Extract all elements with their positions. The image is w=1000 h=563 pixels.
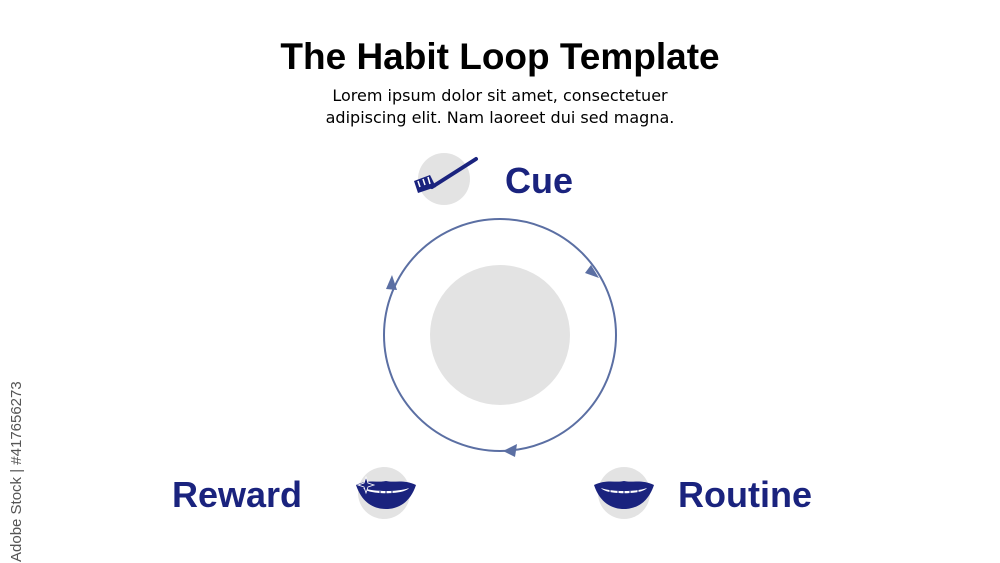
routine-label: Routine xyxy=(678,474,812,515)
sparkling-smile-icon xyxy=(356,475,416,509)
page-title: The Habit Loop Template xyxy=(280,36,720,77)
watermark-text: Adobe Stock | #417656273 xyxy=(8,381,25,562)
subtitle-line-2: adipiscing elit. Nam laoreet dui sed mag… xyxy=(325,108,675,127)
page-subtitle: Lorem ipsum dolor sit amet, consectetuer… xyxy=(0,85,1000,129)
cue-label: Cue xyxy=(505,160,574,201)
arrow-head-routine-to-reward xyxy=(503,444,517,457)
arrow-head-reward-to-cue xyxy=(386,275,397,290)
reward-icon-badge xyxy=(356,467,416,519)
smile-icon xyxy=(594,481,654,509)
stock-watermark: Adobe Stock | #417656273 xyxy=(4,330,28,562)
cycle-ring xyxy=(383,218,617,452)
routine-icon-badge xyxy=(594,467,654,519)
subtitle-line-1: Lorem ipsum dolor sit amet, consectetuer xyxy=(332,86,668,105)
center-circle xyxy=(430,265,570,405)
reward-label: Reward xyxy=(172,474,303,515)
toothbrush-icon xyxy=(414,157,478,193)
cue-icon-badge xyxy=(414,153,478,205)
arrow-head-cue-to-routine xyxy=(585,265,599,278)
